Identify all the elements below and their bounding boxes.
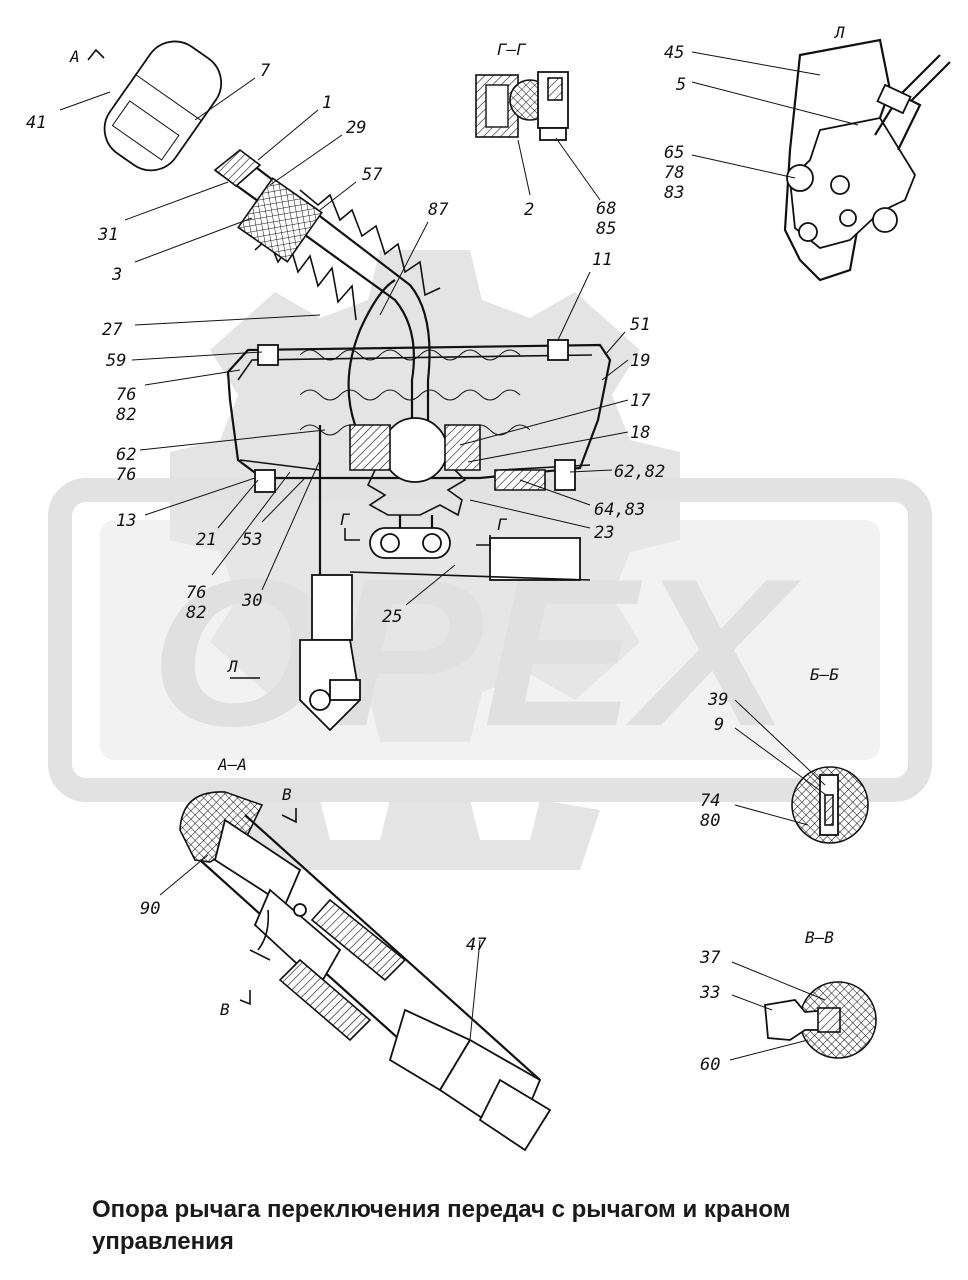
callout-65: 65 (664, 143, 684, 163)
callout-82c: 82 (186, 603, 206, 623)
callout-1: 1 (322, 93, 332, 113)
callout-51: 51 (630, 315, 650, 335)
lever-knob (103, 40, 223, 172)
view-l (783, 38, 951, 282)
callout-5: 5 (676, 75, 686, 95)
callout-17: 17 (630, 391, 651, 411)
callout-19: 19 (630, 351, 650, 371)
callout-76c: 76 (186, 583, 206, 603)
callout-87: 87 (428, 200, 449, 220)
callout-62: 62 (116, 445, 136, 465)
watermark-frame (48, 478, 932, 802)
callout-57: 57 (362, 165, 383, 185)
callout-9: 9 (714, 715, 724, 735)
label-section-g-g: Г–Г (497, 40, 527, 59)
callout-18: 18 (630, 423, 650, 443)
callout-80: 80 (700, 811, 720, 831)
callout-39: 39 (707, 690, 728, 710)
callout-30: 30 (241, 591, 262, 611)
callout-33: 33 (699, 983, 720, 1003)
callout-23: 23 (594, 523, 614, 543)
callout-62-82: 62,82 (614, 462, 665, 482)
callout-47: 47 (466, 935, 487, 955)
callouts: 41 7 1 29 57 87 31 3 27 59 76 82 62 76 1… (26, 43, 728, 1075)
cut-label-v2: В (220, 1000, 230, 1019)
callout-13: 13 (116, 511, 136, 531)
callout-11: 11 (592, 250, 612, 270)
watermark: OPEX (48, 250, 932, 870)
section-v-v (764, 981, 877, 1059)
label-view-l: Л (833, 23, 845, 42)
watermark-text: OPEX (150, 535, 802, 770)
cut-label-g1: Г (340, 510, 351, 529)
section-b-b (791, 766, 869, 844)
callout-64-83: 64,83 (594, 500, 645, 520)
callout-7: 7 (260, 61, 271, 81)
callout-25: 25 (382, 607, 402, 627)
label-section-v-v: В–В (805, 928, 834, 947)
callout-27: 27 (102, 320, 123, 340)
leader-lines (59, 51, 859, 1061)
label-section-b-b: Б–Б (810, 665, 839, 684)
callout-41: 41 (26, 113, 46, 133)
callout-76a: 76 (116, 385, 136, 405)
callout-76b: 76 (116, 465, 136, 485)
callout-53: 53 (242, 530, 262, 550)
section-labels: Г–Г Л А–А Б–Б В–В А Г Г В В Л (69, 23, 845, 1019)
watermark-lower-gear-icon (240, 800, 600, 870)
callout-3: 3 (111, 265, 122, 285)
callout-59: 59 (106, 351, 126, 371)
cut-label-a: А (69, 47, 80, 66)
callout-74: 74 (700, 791, 720, 811)
callout-68: 68 (596, 199, 616, 219)
callout-37: 37 (699, 948, 721, 968)
section-a-a (179, 791, 552, 1152)
callout-82a: 82 (116, 405, 136, 425)
callout-29: 29 (346, 118, 366, 138)
callout-31: 31 (97, 225, 118, 245)
callout-21: 21 (196, 530, 216, 550)
section-g-g (475, 71, 569, 141)
control-valve (489, 537, 581, 581)
callout-85: 85 (596, 219, 616, 239)
callout-45: 45 (664, 43, 684, 63)
figure-caption: Опора рычага переключения передач с рыча… (92, 1196, 791, 1255)
view-arrow-label-l: Л (226, 657, 238, 676)
callout-78: 78 (664, 163, 684, 183)
label-section-a-a: А–А (217, 755, 247, 774)
callout-60: 60 (700, 1055, 720, 1075)
main-assembly (103, 40, 612, 732)
ball-joint (382, 417, 448, 483)
callout-90: 90 (140, 899, 160, 919)
callout-83: 83 (664, 183, 684, 203)
cut-markers (87, 48, 491, 1006)
lever-rod (214, 169, 415, 430)
cut-label-g2: Г (497, 515, 508, 534)
rubber-boot (254, 189, 441, 321)
cut-label-v1: В (282, 785, 292, 804)
callout-2: 2 (524, 200, 534, 220)
